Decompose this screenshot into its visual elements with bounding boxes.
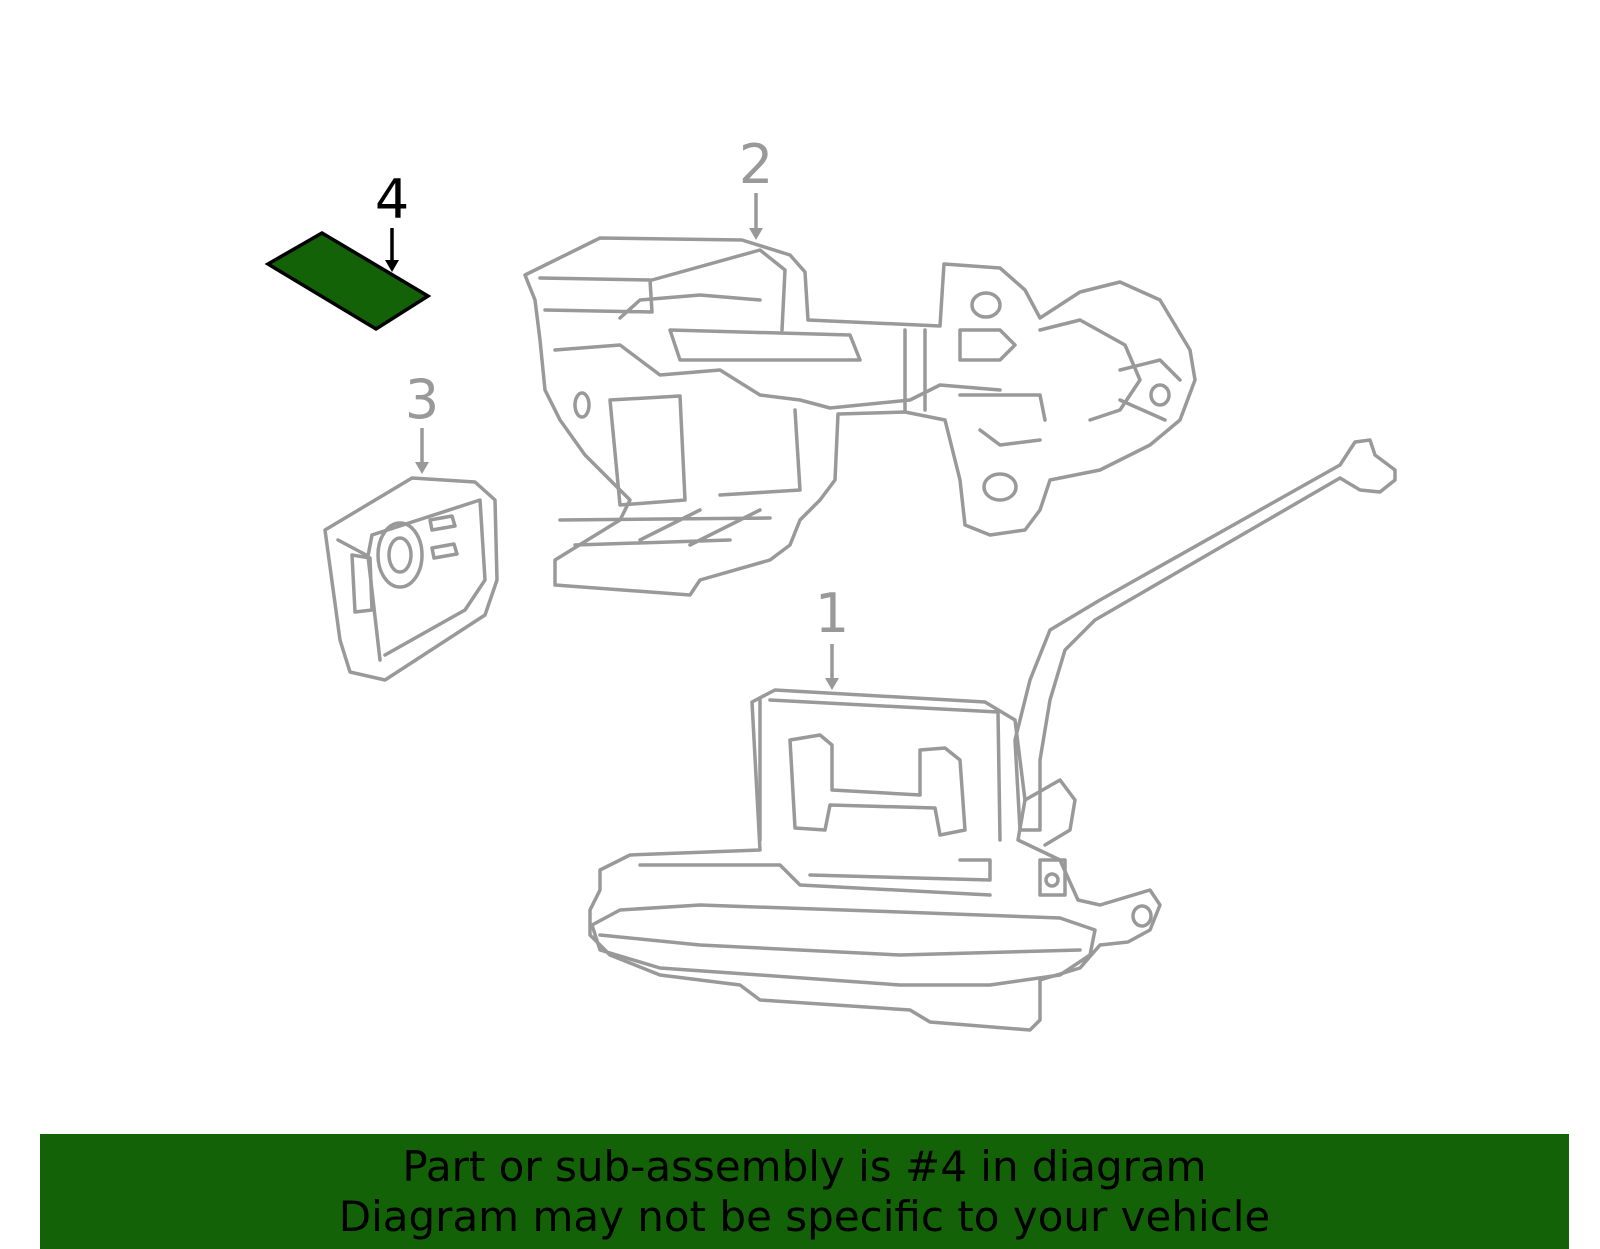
callout-1-arrow-head	[825, 678, 839, 690]
part-3-cover[interactable]	[323, 476, 499, 682]
callout-3-label: 3	[405, 368, 439, 431]
parts-diagram: 4 2 3 1	[264, 133, 1397, 1032]
callout-2-label: 2	[739, 133, 773, 196]
callout-4-arrow-head	[385, 260, 399, 272]
callout-arrows	[385, 193, 839, 690]
part-2-bracket[interactable]	[523, 236, 1197, 597]
banner-line-part: Part or sub-assembly is #4 in diagram	[402, 1142, 1207, 1191]
callout-3-arrow-head	[415, 462, 429, 474]
callout-4-label: 4	[375, 168, 409, 231]
part-4-pad[interactable]	[264, 230, 432, 332]
callout-2-arrow-head	[749, 228, 763, 240]
callout-1-label: 1	[815, 582, 849, 645]
part-1-handle[interactable]	[588, 438, 1397, 1032]
info-banner: Part or sub-assembly is #4 in diagram Di…	[40, 1134, 1569, 1249]
banner-line-disclaimer: Diagram may not be specific to your vehi…	[338, 1192, 1271, 1241]
